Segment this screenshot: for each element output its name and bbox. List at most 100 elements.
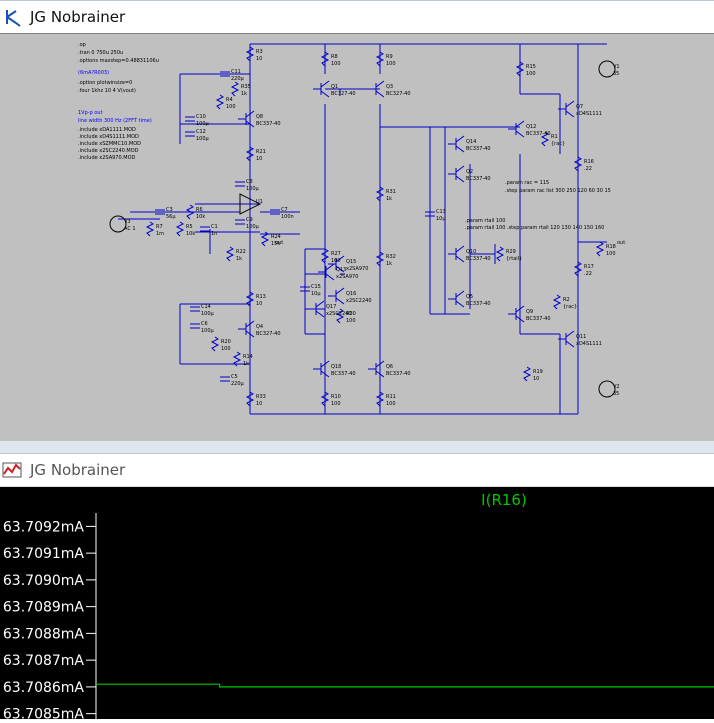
capacitor-c7[interactable] — [270, 209, 280, 215]
spice-directive[interactable]: .four 1khz 10 4 V(vout) — [78, 88, 136, 94]
resistor-r22[interactable] — [225, 246, 235, 262]
resistor-r9[interactable] — [375, 51, 385, 67]
resistor-r19[interactable] — [522, 366, 532, 382]
resistor-r20[interactable] — [210, 336, 220, 352]
spice-directive[interactable]: .param rtail 100 — [465, 218, 505, 224]
transistor-q6[interactable] — [368, 360, 385, 378]
resistor-r10[interactable] — [320, 391, 330, 407]
transistor-q2[interactable] — [448, 165, 465, 183]
spice-directive[interactable]: .param rtail 100 .step param rtail 120 1… — [465, 225, 604, 231]
opamp-u1[interactable] — [239, 193, 262, 215]
spice-directive[interactable]: line width 300 Hz (2FFT time) — [78, 118, 152, 124]
spice-directive[interactable]: .include xD4S1111.MOD — [78, 134, 139, 140]
transistor-q17[interactable] — [308, 300, 325, 318]
resistor-r15[interactable] — [515, 61, 525, 77]
transistor-q15[interactable] — [328, 255, 345, 273]
part-name-label: V3 — [124, 219, 131, 225]
resistor-r24[interactable] — [260, 231, 270, 247]
capacitor-c13[interactable] — [425, 211, 435, 217]
transistor-q10[interactable] — [448, 245, 465, 263]
resistor-r5[interactable] — [175, 221, 185, 237]
capacitor-c9[interactable] — [235, 219, 245, 225]
spice-directive[interactable]: .tran 0 750u 250u — [78, 50, 123, 56]
resistor-r14[interactable] — [232, 351, 242, 367]
resistor-r16[interactable] — [573, 156, 583, 172]
resistor-r31[interactable] — [375, 186, 385, 202]
trace-label-i-r16[interactable]: I(R16) — [481, 491, 527, 509]
resistor-r11[interactable] — [375, 391, 385, 407]
capacitor-c1[interactable] — [200, 226, 210, 232]
spice-directive[interactable]: .op — [78, 42, 86, 48]
resistor-r7[interactable] — [145, 221, 155, 237]
part-value-label: .22 — [584, 166, 592, 172]
resistor-r35[interactable] — [230, 81, 240, 97]
source-v2[interactable] — [598, 380, 616, 398]
part-value-label: {rac} — [551, 141, 565, 147]
part-value-label: BC337-40 — [466, 256, 491, 262]
capacitor-c15[interactable] — [300, 286, 310, 292]
capacitor-c11[interactable] — [220, 71, 230, 77]
transistor-q12[interactable] — [508, 120, 525, 138]
resistor-r8[interactable] — [320, 51, 330, 67]
source-v3[interactable] — [109, 215, 127, 233]
capacitor-c3[interactable] — [155, 209, 165, 215]
spice-directive[interactable]: .include x2SA970.MOD — [78, 155, 136, 161]
spice-directive[interactable]: .include x2SC2240.MOD — [78, 148, 139, 154]
part-value-label: 10k — [186, 231, 195, 237]
spice-directive[interactable]: .include xDA1111.MOD — [78, 127, 136, 133]
resistor-r2[interactable] — [552, 294, 562, 310]
resistor-r13[interactable] — [245, 291, 255, 307]
spice-directive[interactable]: .param rac = 115 — [505, 180, 549, 186]
blue-comment[interactable]: (6mA?R003) — [78, 70, 109, 76]
transistor-q7[interactable] — [558, 100, 575, 118]
resistor-r32[interactable] — [375, 251, 385, 267]
transistor-q14[interactable] — [448, 135, 465, 153]
transistor-q18[interactable] — [313, 360, 330, 378]
spice-directive[interactable]: .options maxstep=0.48831106u — [78, 58, 159, 64]
transistor-q4[interactable] — [238, 320, 255, 338]
resistor-r33[interactable] — [245, 391, 255, 407]
resistor-r6[interactable] — [185, 204, 195, 220]
spice-directive[interactable]: .include xSZMMC10.MOD — [78, 141, 141, 147]
capacitor-c14[interactable] — [190, 306, 200, 312]
transistor-q8[interactable] — [238, 110, 255, 128]
part-name-label: C11 — [231, 69, 241, 75]
part-value-label: 1k — [386, 261, 392, 267]
transistor-q13[interactable] — [318, 263, 335, 281]
part-name-label: V1 — [613, 64, 620, 70]
spice-directive[interactable]: .option plotwinsize=0 — [78, 80, 132, 86]
resistor-r1[interactable] — [540, 131, 550, 147]
transistor-q16[interactable] — [328, 287, 345, 305]
spice-directive[interactable]: 1Vp-p out — [78, 110, 103, 116]
part-name-label: Q1 — [331, 84, 338, 90]
resistor-r18[interactable] — [595, 241, 605, 257]
spice-directive[interactable]: .step param rac list 300 250 120 60 30 1… — [505, 188, 611, 194]
schematic-directives: .op .tran 0 750u 250u .options maxstep=0.4… — [78, 42, 611, 231]
capacitor-c10[interactable] — [185, 116, 195, 122]
output-flag[interactable]: out — [617, 240, 625, 246]
capacitor-c12[interactable] — [185, 131, 195, 137]
source-v1[interactable] — [598, 60, 616, 78]
resistor-r3[interactable] — [245, 46, 255, 62]
resistor-r29[interactable] — [495, 246, 505, 262]
capacitor-c8[interactable] — [235, 181, 245, 187]
resistor-r27[interactable] — [320, 248, 330, 264]
part-name-label: C12 — [196, 129, 206, 135]
transistor-q3[interactable] — [368, 80, 385, 98]
transistor-q1[interactable] — [313, 80, 330, 98]
transistor-q11[interactable] — [558, 330, 575, 348]
output-flag[interactable]: out — [275, 240, 283, 246]
transistor-q9[interactable] — [508, 305, 525, 323]
part-name-label: Q7 — [576, 104, 583, 110]
resistor-r4[interactable] — [215, 94, 225, 110]
resistor-r30[interactable] — [335, 308, 345, 324]
resistor-r17[interactable] — [573, 261, 583, 277]
part-value-label: 100µ — [201, 311, 215, 317]
part-name-label: Q11 — [576, 334, 586, 340]
resistor-r21[interactable] — [245, 146, 255, 162]
capacitor-c5[interactable] — [220, 376, 230, 382]
transistor-q5[interactable] — [448, 290, 465, 308]
capacitor-c6[interactable] — [190, 323, 200, 329]
